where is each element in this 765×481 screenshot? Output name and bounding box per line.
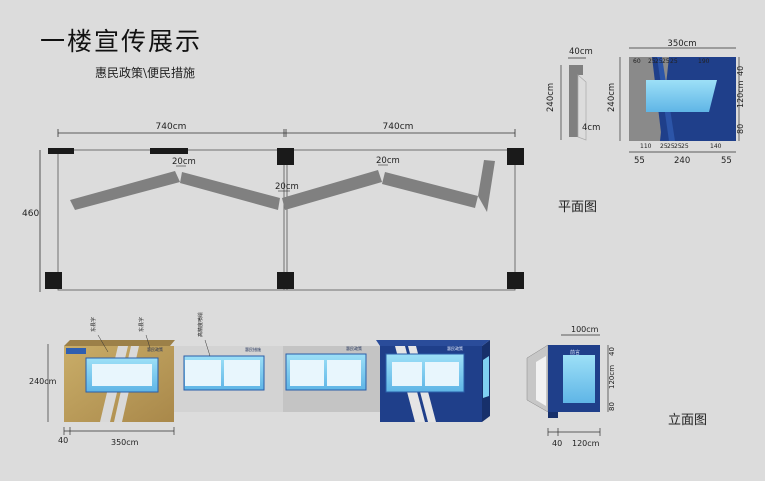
section-profile	[569, 65, 583, 137]
svg-text:25: 25	[681, 143, 689, 150]
elevation-height-label: 240cm	[29, 377, 57, 386]
side-elevation: 100cm 前言 40 120cm 80 40 120cm	[526, 325, 616, 448]
column	[507, 272, 524, 289]
plan-depth: 460	[22, 209, 39, 219]
panel-total-center: 240	[674, 156, 690, 166]
section-depth-label: 4cm	[582, 123, 600, 133]
callouts: 东县字 东县字 高精度喷绘	[90, 312, 211, 357]
panel-top-segments: 60 25 25 25 25 190	[633, 58, 710, 65]
gap-label: 20cm	[275, 182, 299, 192]
panel-front-plan: 350cm 240cm 60 25 25 25 25 190 110 25 25…	[607, 39, 745, 166]
section-height-label: 240cm	[546, 83, 556, 112]
wall-segment	[48, 148, 74, 154]
sheet-title: 一楼宣传展示	[40, 27, 203, 56]
side-heading: 前言	[570, 349, 580, 356]
section-width-label: 40cm	[569, 47, 593, 57]
svg-text:东县字: 东县字	[138, 317, 145, 332]
sheet-subtitle: 惠民政策\便民措施	[95, 66, 196, 80]
display-wall-segment	[478, 160, 495, 212]
column	[277, 148, 294, 165]
svg-text:120cm: 120cm	[608, 365, 616, 389]
svg-text:190: 190	[698, 58, 710, 65]
panel-screen	[646, 80, 717, 112]
display-wall-segment	[282, 170, 382, 210]
svg-text:惠民政策: 惠民政策	[447, 345, 463, 351]
svg-text:东县字: 东县字	[90, 317, 97, 332]
svg-text:120cm: 120cm	[572, 439, 600, 448]
board-titles: 惠民政策 惠民措施 惠民政策 惠民政策	[147, 345, 463, 352]
logo-strip	[66, 348, 86, 354]
svg-text:25: 25	[648, 58, 656, 65]
elevation-depth-label: 40	[58, 436, 68, 445]
svg-text:40: 40	[552, 439, 562, 448]
display-wall-segment	[180, 172, 280, 210]
svg-text:惠民措施: 惠民措施	[245, 346, 261, 352]
panel-height-label: 240cm	[607, 83, 617, 112]
svg-text:25: 25	[674, 143, 682, 150]
side-width-label: 100cm	[571, 325, 599, 334]
plan-caption: 平面图	[558, 200, 598, 215]
elevation-caption: 立面图	[668, 413, 708, 428]
column	[45, 272, 62, 289]
svg-text:25: 25	[660, 143, 668, 150]
floor-plan: 740cm 740cm 460 20cm 20cm 20cm	[22, 122, 524, 292]
room-outline	[57, 149, 516, 291]
gap-label: 20cm	[376, 156, 400, 166]
display-wall-segment	[382, 172, 478, 208]
svg-text:120cm: 120cm	[736, 80, 745, 108]
plan-width-left: 740cm	[156, 122, 187, 132]
svg-text:惠民政策: 惠民政策	[147, 346, 163, 352]
svg-text:25: 25	[667, 143, 675, 150]
svg-text:25: 25	[662, 58, 670, 65]
svg-text:40: 40	[736, 66, 745, 76]
svg-text:惠民政策: 惠民政策	[346, 345, 362, 351]
svg-text:25: 25	[670, 58, 678, 65]
panel-total-left: 55	[634, 156, 645, 166]
wall-segment	[150, 148, 188, 154]
svg-text:140: 140	[710, 143, 722, 150]
svg-text:60: 60	[633, 58, 641, 65]
front-elevation: 240cm	[29, 312, 490, 447]
svg-text:高精度喷绘: 高精度喷绘	[197, 312, 204, 337]
panel-bottom-segments: 110 25 25 25 25 140	[640, 143, 722, 150]
column	[277, 272, 294, 289]
svg-text:80: 80	[608, 402, 616, 411]
svg-text:25: 25	[655, 58, 663, 65]
side-section-detail: 40cm 240cm 4cm	[546, 47, 600, 141]
panel-total-right: 55	[721, 156, 732, 166]
display-wall-segment	[70, 171, 180, 210]
elevation-width-label: 350cm	[111, 438, 139, 447]
svg-text:80: 80	[736, 124, 745, 134]
side-screen	[563, 355, 595, 403]
svg-text:110: 110	[640, 143, 652, 150]
gap-label: 20cm	[172, 157, 196, 167]
panel-width-label: 350cm	[667, 39, 696, 49]
svg-text:40: 40	[608, 347, 616, 356]
display-boards	[85, 353, 465, 393]
column	[507, 148, 524, 165]
plan-width-right: 740cm	[383, 122, 414, 132]
